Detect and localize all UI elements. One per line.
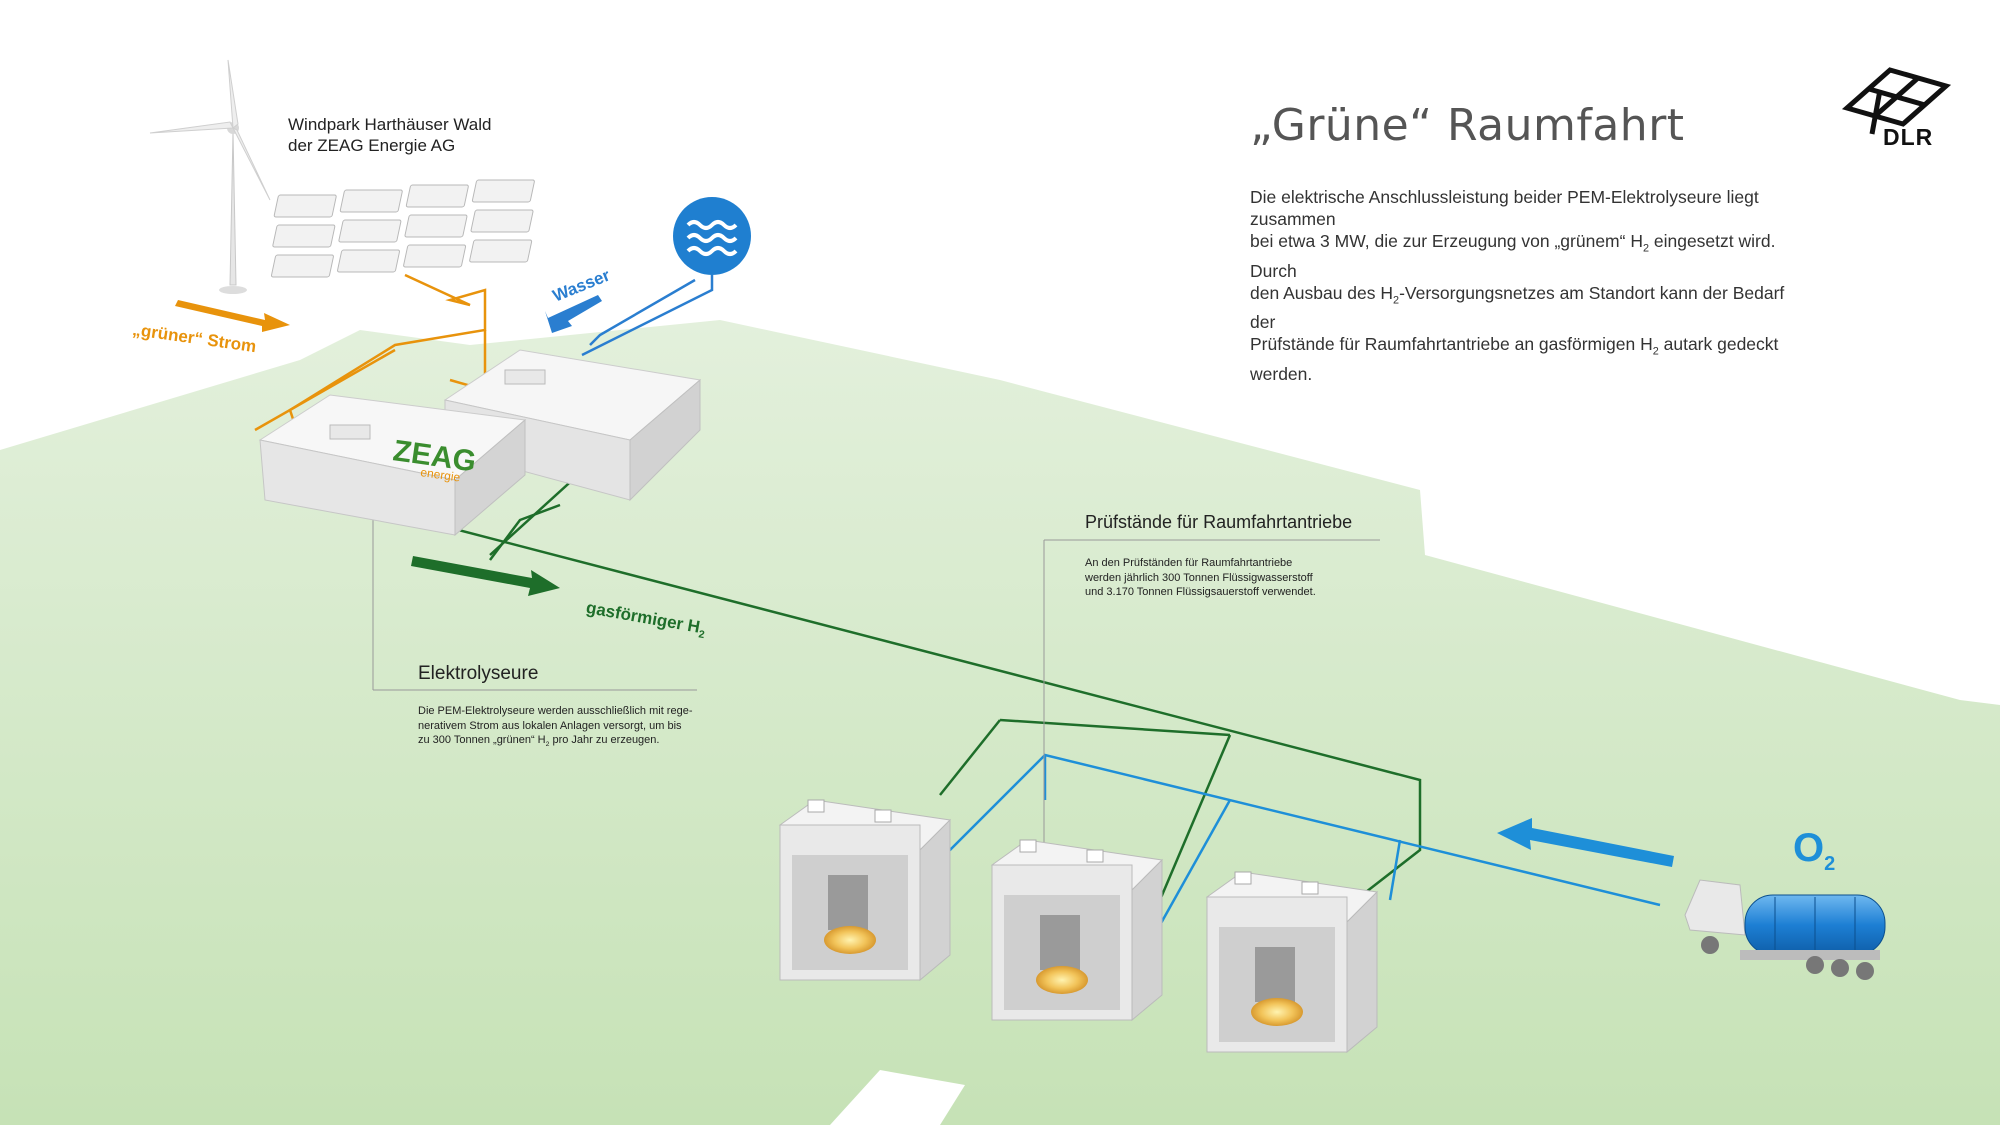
pruefstaende-heading: Prüfstände für Raumfahrtantriebe — [1085, 512, 1353, 532]
h2-lines — [419, 454, 1422, 921]
o2-lines — [939, 753, 1661, 926]
pruefstaende-text: An den Prüfständen für Raumfahrtantriebe… — [1085, 557, 1316, 598]
test-stand-icon — [1205, 871, 1379, 1054]
o2-label: O2 — [1793, 826, 1836, 875]
dlr-logo-icon — [1841, 67, 1952, 135]
intro-text: Die elektrische Anschlussleistung beider… — [1250, 187, 1785, 384]
tank-truck-icon — [1684, 879, 1886, 980]
test-stand-icon — [990, 839, 1164, 1022]
water-waves-icon — [673, 197, 751, 275]
ground-area — [0, 320, 2000, 1125]
test-stand-icon — [778, 799, 952, 982]
o2-arrow — [1497, 818, 1674, 867]
dlr-logo-text: DLR — [1883, 124, 1934, 150]
solar-panel-icon — [270, 179, 535, 278]
strom-arrow — [175, 300, 290, 332]
windpark-label: Windpark Harthäuser Wald der ZEAG Energi… — [288, 115, 492, 155]
svg-text:energie: energie — [420, 465, 462, 484]
elektrolyseure-text: Die PEM-Elektrolyseure werden ausschließ… — [418, 705, 693, 749]
electrolyser-building-icon: ZEAG energie — [258, 394, 527, 537]
wasser-arrow — [545, 295, 602, 333]
page-title: „Grüne“ Raumfahrt — [1250, 100, 1685, 151]
wasser-lines — [581, 275, 714, 357]
h2-arrow — [411, 556, 560, 596]
elektrolyseure-heading: Elektrolyseure — [418, 663, 539, 684]
wind-turbine-icon — [149, 59, 271, 294]
